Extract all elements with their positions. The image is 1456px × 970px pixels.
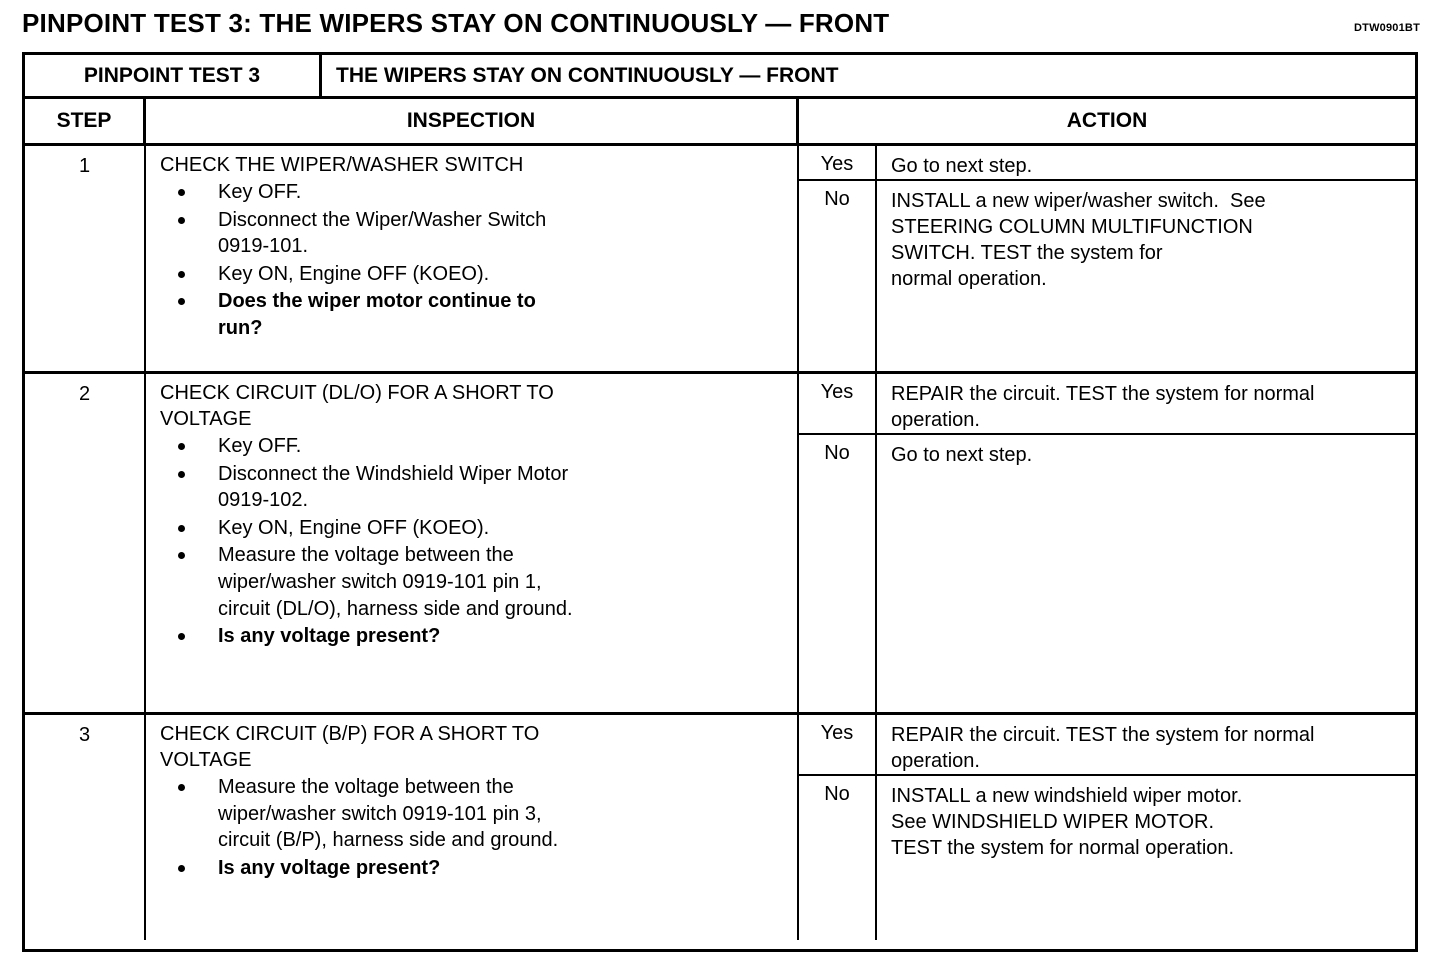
test-name-cell: THE WIPERS STAY ON CONTINUOUSLY — FRONT <box>336 63 839 87</box>
bullet-text: Key ON, Engine OFF (KOEO). <box>218 262 490 285</box>
document-code: DTW0901BT <box>1354 22 1420 34</box>
answer-label: No <box>799 181 877 371</box>
inspection-bullet-item: Measure the voltage between the wiper/wa… <box>160 774 789 854</box>
bullet-dot-icon <box>178 524 185 532</box>
answer-label: No <box>799 435 877 712</box>
column-header-inspection: INSPECTION <box>146 99 799 143</box>
bullet-text: Measure the voltage between the wiper/wa… <box>218 776 559 852</box>
answer-text: Go to next step. <box>891 155 1033 177</box>
inspection-title: CHECK THE WIPER/WASHER SWITCH <box>160 154 524 176</box>
test-title-band: PINPOINT TEST 3 THE WIPERS STAY ON CONTI… <box>25 55 1415 99</box>
bullet-text: Key OFF. <box>218 435 302 457</box>
bullet-dot-icon <box>178 864 185 872</box>
bullet-dot-icon <box>178 216 185 224</box>
answer-label: No <box>799 776 877 940</box>
bullet-dot-icon <box>178 784 185 791</box>
bullet-dot-icon <box>178 189 185 196</box>
inspection-bullet-item: Does the wiper motor continue to run? <box>160 288 789 341</box>
answer-label: Yes <box>799 715 877 774</box>
step-number: 1 <box>25 146 146 371</box>
inspection-bullet-item: Disconnect the Windshield Wiper Motor 09… <box>160 461 789 514</box>
answer-row-yes: Yes REPAIR the circuit. TEST the system … <box>799 374 1415 435</box>
answer-label: Yes <box>799 374 877 433</box>
inspection-bullet-list: Key OFF. Disconnect the Windshield Wiper … <box>160 433 789 650</box>
inspection-bullet-item: Key ON, Engine OFF (KOEO). <box>160 515 789 542</box>
column-header-action: ACTION <box>1066 109 1148 132</box>
bullet-dot-icon <box>178 470 185 478</box>
bullet-dot-icon <box>178 443 185 450</box>
answer-text: REPAIR the circuit. TEST the system for … <box>891 724 1315 772</box>
bullet-dot-icon <box>178 633 185 641</box>
test-id-cell: PINPOINT TEST 3 <box>25 55 322 96</box>
inspection-bullet-item: Key ON, Engine OFF (KOEO). <box>160 261 789 288</box>
inspection-bullet-item: Disconnect the Wiper/Washer Switch 0919-… <box>160 207 789 260</box>
step-number: 2 <box>25 374 146 712</box>
answer-text: Go to next step. <box>891 444 1033 466</box>
answer-row-yes: Yes Go to next step. <box>799 146 1415 181</box>
page-header: PINPOINT TEST 3: THE WIPERS STAY ON CONT… <box>0 0 1456 50</box>
bullet-text: Is any voltage present? <box>218 856 441 879</box>
inspection-bullet-item: Key OFF. <box>160 433 789 460</box>
answer-row-no: No INSTALL a new windshield wiper motor.… <box>799 776 1415 940</box>
answer-text: INSTALL a new windshield wiper motor.See… <box>891 785 1243 859</box>
bullet-dot-icon <box>178 270 185 278</box>
column-header-row: STEP INSPECTION ACTION <box>25 99 1415 146</box>
bullet-text: Disconnect the Wiper/Washer Switch 0919-… <box>218 208 547 258</box>
action-cell: Yes REPAIR the circuit. TEST the system … <box>799 374 1415 712</box>
pinpoint-test-table: PINPOINT TEST 3 THE WIPERS STAY ON CONTI… <box>22 52 1418 952</box>
inspection-cell: CHECK THE WIPER/WASHER SWITCH Key OFF. Di… <box>146 146 799 371</box>
inspection-bullet-list: Key OFF. Disconnect the Wiper/Washer Swit… <box>160 179 789 342</box>
bullet-text: Is any voltage present? <box>218 625 441 648</box>
inspection-bullet-item: Measure the voltage between the wiper/wa… <box>160 542 789 622</box>
column-header-step: STEP <box>25 99 146 143</box>
inspection-bullet-item: Is any voltage present? <box>160 855 789 882</box>
inspection-bullet-item: Is any voltage present? <box>160 623 789 650</box>
table-row: 1 CHECK THE WIPER/WASHER SWITCH Key OFF.… <box>25 146 1415 374</box>
inspection-bullet-item: Key OFF. <box>160 179 789 206</box>
page-title: PINPOINT TEST 3: THE WIPERS STAY ON CONT… <box>22 8 890 38</box>
action-cell: Yes Go to next step. No INSTALL a new wi… <box>799 146 1415 371</box>
action-cell: Yes REPAIR the circuit. TEST the system … <box>799 715 1415 940</box>
bullet-text: Does the wiper motor continue to run? <box>218 290 536 339</box>
step-number: 3 <box>25 715 146 940</box>
bullet-text: Key OFF. <box>218 181 302 203</box>
bullet-dot-icon <box>178 298 185 306</box>
bullet-dot-icon <box>178 552 185 560</box>
answer-label: Yes <box>799 146 877 179</box>
answer-row-yes: Yes REPAIR the circuit. TEST the system … <box>799 715 1415 776</box>
inspection-bullet-list: Measure the voltage between the wiper/wa… <box>160 774 789 881</box>
bullet-text: Disconnect the Windshield Wiper Motor 09… <box>218 462 569 512</box>
answer-row-no: No INSTALL a new wiper/washer switch. Se… <box>799 181 1415 371</box>
answer-row-no: No Go to next step. <box>799 435 1415 712</box>
answer-text: REPAIR the circuit. TEST the system for … <box>891 383 1315 431</box>
bullet-text: Measure the voltage between the wiper/wa… <box>218 544 573 620</box>
bullet-text: Key ON, Engine OFF (KOEO). <box>218 516 490 539</box>
